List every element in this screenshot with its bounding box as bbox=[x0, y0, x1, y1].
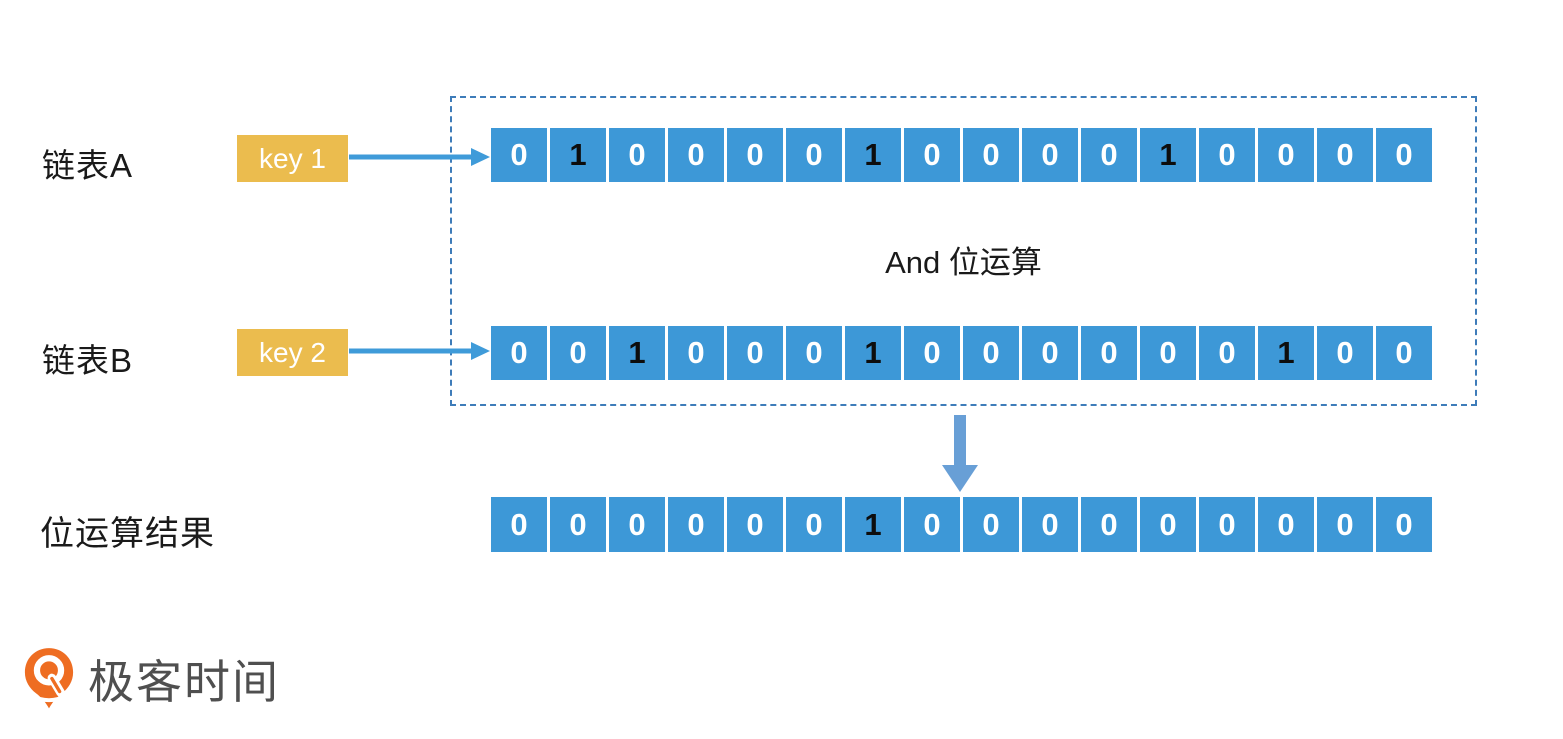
bit-cell: 0 bbox=[727, 326, 783, 380]
key2-label: key 2 bbox=[259, 336, 326, 368]
bit-cell: 0 bbox=[668, 497, 724, 552]
bit-cell: 1 bbox=[845, 326, 901, 380]
bit-cell: 0 bbox=[1140, 497, 1196, 552]
logo-text: 极客时间 bbox=[88, 656, 280, 708]
bit-cell: 1 bbox=[1258, 326, 1314, 380]
bit-cell: 1 bbox=[550, 128, 606, 182]
bit-cell: 0 bbox=[786, 497, 842, 552]
result-label: 位运算结果 bbox=[40, 515, 215, 553]
bit-cell: 0 bbox=[1199, 128, 1255, 182]
bit-cell: 0 bbox=[904, 497, 960, 552]
bit-cell: 0 bbox=[1376, 128, 1432, 182]
bit-cell: 0 bbox=[1022, 497, 1078, 552]
down-arrow-icon bbox=[942, 415, 978, 492]
bit-cell: 1 bbox=[1140, 128, 1196, 182]
bit-cell: 0 bbox=[668, 128, 724, 182]
bit-cell: 0 bbox=[1199, 497, 1255, 552]
bit-cell: 0 bbox=[1317, 326, 1373, 380]
bit-cell: 1 bbox=[609, 326, 665, 380]
bit-cell: 1 bbox=[845, 128, 901, 182]
bit-cell: 0 bbox=[1081, 128, 1137, 182]
bit-cell: 0 bbox=[1140, 326, 1196, 380]
bit-cell: 0 bbox=[1317, 128, 1373, 182]
bit-cell: 0 bbox=[904, 128, 960, 182]
list-b-label: 链表B bbox=[42, 342, 134, 379]
bit-cell: 0 bbox=[1081, 497, 1137, 552]
key2-box: key 2 bbox=[237, 329, 348, 376]
bit-cell: 0 bbox=[550, 326, 606, 380]
bit-cell: 0 bbox=[963, 326, 1019, 380]
bit-cell: 0 bbox=[1258, 128, 1314, 182]
key1-box: key 1 bbox=[237, 135, 348, 182]
bit-cell: 0 bbox=[1022, 326, 1078, 380]
operation-label: And 位运算 bbox=[885, 245, 1042, 280]
geektime-logo: 极客时间 bbox=[22, 646, 280, 712]
bit-cell: 0 bbox=[963, 128, 1019, 182]
bit-cell: 0 bbox=[786, 326, 842, 380]
bit-cell: 0 bbox=[1199, 326, 1255, 380]
bit-cell: 0 bbox=[904, 326, 960, 380]
bit-cell: 0 bbox=[550, 497, 606, 552]
bit-cell: 0 bbox=[668, 326, 724, 380]
bit-cell: 0 bbox=[491, 326, 547, 380]
bit-cell: 0 bbox=[609, 497, 665, 552]
right-arrow-icon bbox=[349, 342, 490, 360]
key1-label: key 1 bbox=[259, 142, 326, 174]
bit-cell: 0 bbox=[1317, 497, 1373, 552]
bit-cell: 0 bbox=[609, 128, 665, 182]
geektime-logo-icon bbox=[24, 648, 74, 709]
bit-cell: 1 bbox=[845, 497, 901, 552]
bit-cell: 0 bbox=[491, 128, 547, 182]
bit-cell: 0 bbox=[1258, 497, 1314, 552]
operation-group-border bbox=[450, 96, 1477, 406]
bit-cell: 0 bbox=[963, 497, 1019, 552]
bit-cell: 0 bbox=[727, 128, 783, 182]
bit-cell: 0 bbox=[786, 128, 842, 182]
bit-cell: 0 bbox=[1022, 128, 1078, 182]
bit-cell: 0 bbox=[1376, 326, 1432, 380]
bit-cell: 0 bbox=[1081, 326, 1137, 380]
bit-cell: 0 bbox=[1376, 497, 1432, 552]
right-arrow-icon bbox=[349, 148, 490, 166]
list-a-label: 链表A bbox=[42, 147, 134, 184]
bit-cell: 0 bbox=[491, 497, 547, 552]
bit-cell: 0 bbox=[727, 497, 783, 552]
